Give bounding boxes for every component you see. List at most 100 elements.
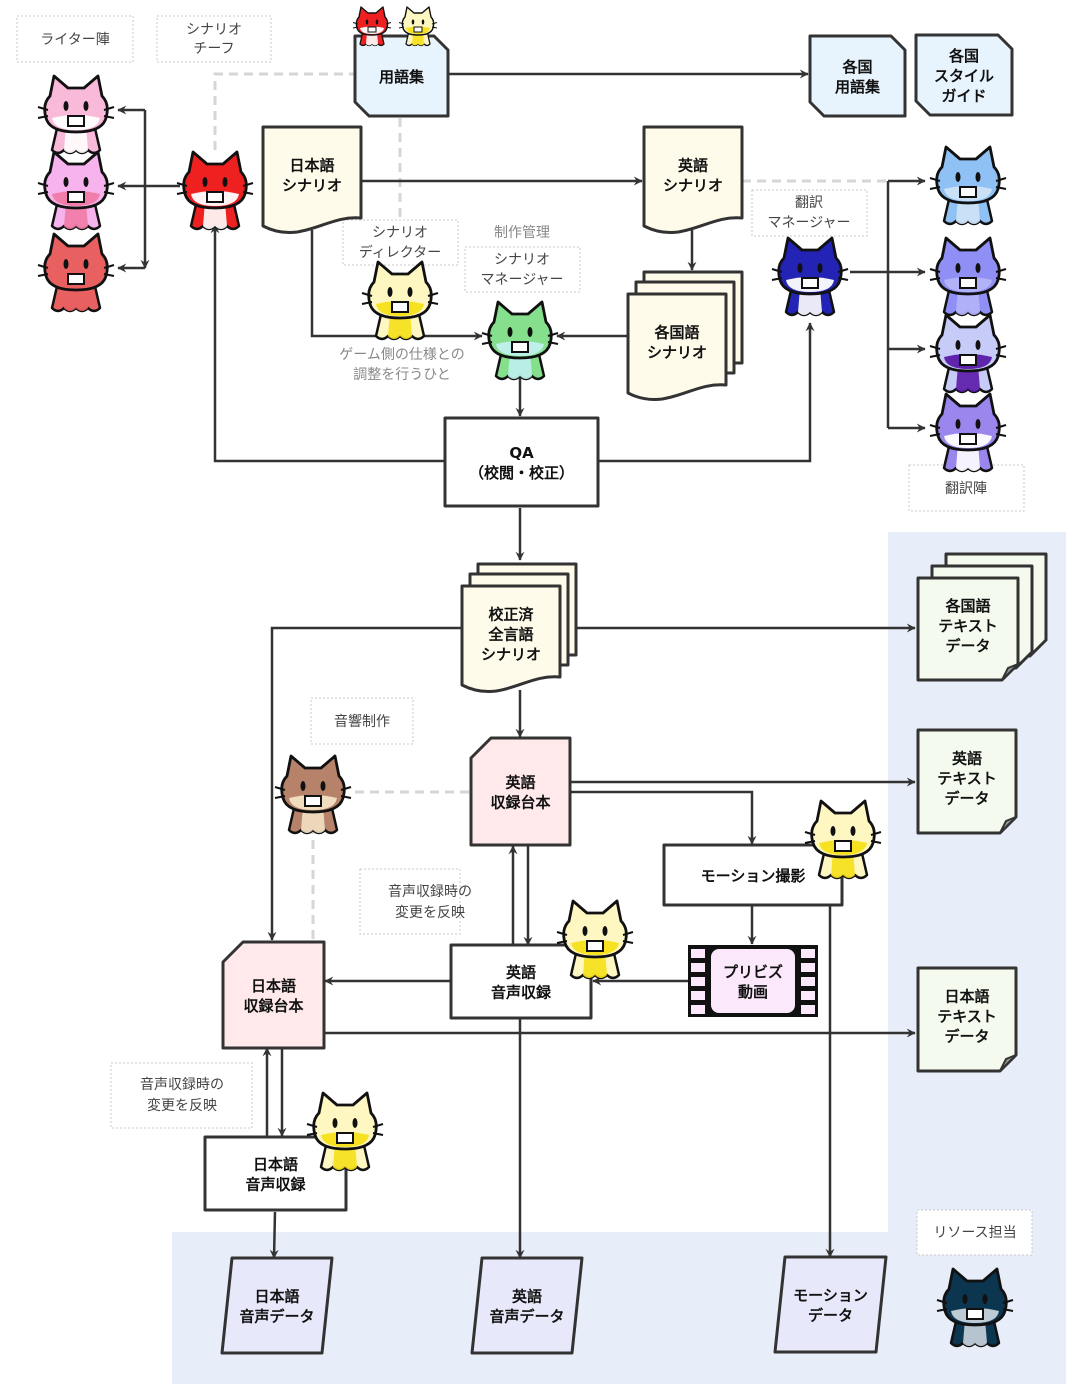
- node-label-line: スタイル: [934, 67, 994, 85]
- role-labels: ライター陣 シナリオ チーフ シナリオ ディレクター 制作管理 シナリオ マネー…: [16, 15, 1033, 1256]
- label-scenario-chief: シナリオ チーフ: [156, 15, 272, 63]
- node-shape: [469, 736, 572, 847]
- node-shape: [773, 1255, 888, 1354]
- edge-ja-manager: [310, 230, 483, 341]
- node-label-line: 各国語: [653, 324, 699, 342]
- node-glossary: 用語集: [353, 34, 450, 118]
- node-label-line: 日本語: [944, 988, 989, 1006]
- cat-icon-glossary-top1: [352, 6, 392, 47]
- node-label-line: 各国: [841, 58, 872, 76]
- node-label-line: 収録台本: [243, 997, 303, 1015]
- node-shape: [353, 34, 450, 118]
- writers-label: ライター陣: [40, 32, 109, 48]
- node-shape: [449, 943, 593, 1020]
- label-sound-production: 音響制作: [310, 697, 414, 745]
- node-label-line: プリビズ: [723, 963, 783, 981]
- cat-icon-trans-manager: [771, 236, 849, 317]
- node-label-line: 動画: [738, 983, 768, 1001]
- edge-javoice-javoicedata: [269, 1211, 279, 1259]
- node-label-line: 収録台本: [490, 794, 550, 812]
- node-shape: [221, 940, 326, 1050]
- node-label-line: 校正済: [488, 606, 534, 624]
- dashed-connectors: [213, 72, 888, 940]
- edge-enscript-motion: [571, 790, 757, 845]
- node-shape: [460, 584, 562, 693]
- cat-icon-translator2: [929, 236, 1007, 317]
- node-shape: [914, 33, 1014, 117]
- cat-icon-ja-voice-staff: [306, 1091, 384, 1172]
- cat-icon-writer3: [37, 232, 115, 313]
- translation-manager-label-line2: マネージャー: [767, 215, 850, 231]
- film-hole: [801, 949, 815, 958]
- cat-icon-translator1: [929, 145, 1007, 226]
- label-reflect-changes-ja: 音声収録時の 変更を反映: [110, 1062, 253, 1129]
- node-label-line: シナリオ: [481, 646, 541, 664]
- film-hole: [691, 991, 705, 1000]
- film-hole: [691, 949, 705, 958]
- label-translation-manager: 翻訳 マネージャー: [751, 189, 868, 237]
- scenario-director-label-line2: ディレクター: [359, 244, 441, 261]
- reflect-changes-en-line2: 変更を反映: [395, 904, 465, 921]
- film-hole: [691, 977, 705, 986]
- node-label-line: 英語: [512, 1288, 542, 1306]
- cat-icon-motion-staff: [804, 799, 882, 880]
- cat-icon-director: [361, 260, 439, 341]
- cat-icon-translator3: [929, 313, 1007, 394]
- node-label-line: データ: [944, 1028, 989, 1046]
- label-writers: ライター陣: [16, 15, 134, 63]
- node-label-line: 音声データ: [239, 1308, 314, 1326]
- node-shape: [626, 292, 728, 401]
- cat-icon-writer2: [37, 150, 115, 231]
- scenario-manager-label-line2: マネージャー: [480, 272, 563, 288]
- scenario-chief-label-line2: チーフ: [193, 41, 234, 57]
- node-label-line: 音声データ: [489, 1308, 564, 1326]
- node-label-line: QA: [509, 444, 534, 462]
- resource-staff-label: リソース担当: [933, 1225, 1016, 1241]
- node-label-line: 各国語: [944, 597, 990, 615]
- node-shape: [261, 125, 363, 234]
- cat-icon-resource: [936, 1267, 1014, 1348]
- node-label-line: データ: [944, 790, 989, 808]
- sound-production-label: 音響制作: [334, 713, 390, 730]
- page-curl: [1001, 663, 1019, 681]
- manager-note-line1: ゲーム側の仕様との: [339, 347, 464, 363]
- node-qa: QA（校閲・校正）: [443, 416, 600, 508]
- node-label-line: シナリオ: [663, 177, 723, 195]
- film-hole: [801, 991, 815, 1000]
- node-label-line: 英語: [678, 157, 708, 175]
- node-shape: [662, 843, 844, 907]
- edge-proofed-jascript: [267, 626, 462, 941]
- node-label-line: シナリオ: [282, 177, 342, 195]
- reflect-changes-en-line1: 音声収録時の: [388, 883, 472, 900]
- scenario-chief-label-line1: シナリオ: [186, 22, 242, 38]
- production-mgmt-label: 制作管理: [494, 225, 550, 241]
- node-label-line: 日本語: [289, 157, 334, 175]
- node-shape: [203, 1135, 348, 1212]
- label-resource-staff: リソース担当: [916, 1209, 1033, 1256]
- nodes: 用語集各国用語集各国スタイルガイド日本語シナリオ英語シナリオ各国語シナリオQA（…: [203, 33, 1048, 1355]
- translators-label: 翻訳陣: [945, 481, 987, 497]
- film-hole: [801, 977, 815, 986]
- node-motion-capture: モーション撮影: [662, 843, 844, 907]
- node-label-line: 英語: [505, 774, 535, 792]
- cat-icon-sound: [274, 754, 352, 835]
- page-curl: [999, 816, 1017, 834]
- node-label-line: 英語: [952, 750, 982, 768]
- manager-note-line2: 調整を行うひと: [353, 367, 451, 383]
- cat-icon-en-voice-staff: [556, 899, 634, 980]
